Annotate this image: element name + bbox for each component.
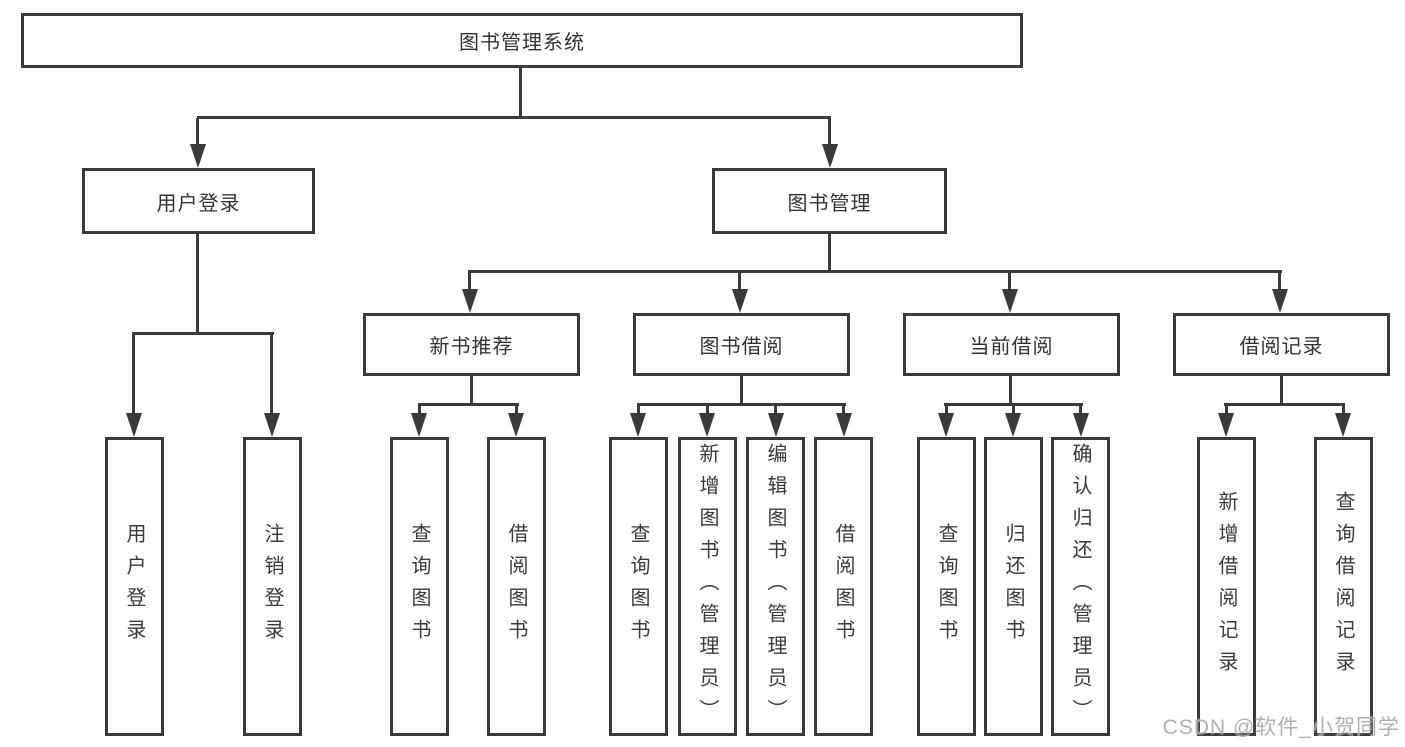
connector-stem-records bbox=[1278, 272, 1281, 291]
leaf-borrow-books-1-label: 借阅图书 bbox=[505, 522, 527, 651]
connector-stem-leaf-logout bbox=[270, 334, 273, 415]
node-root-label: 图书管理系统 bbox=[459, 32, 585, 54]
node-user-login-label: 用户登录 bbox=[156, 192, 241, 215]
leaf-logout-label: 注销登录 bbox=[261, 522, 283, 651]
leaf-edit-books-admin-label: 编辑图书（管理员） bbox=[764, 442, 786, 731]
connector-root-bar bbox=[197, 116, 831, 119]
arrowhead-user-login bbox=[190, 144, 206, 168]
arrowhead-leaf bbox=[836, 413, 852, 437]
node-records-label: 借阅记录 bbox=[1239, 336, 1324, 358]
connector-stub bbox=[706, 405, 709, 415]
leaf-user-login-label: 用户登录 bbox=[123, 522, 145, 651]
connector-stem-user-login bbox=[196, 118, 199, 147]
arrowhead-records bbox=[1272, 289, 1288, 313]
connector-stub bbox=[1079, 405, 1082, 415]
leaf-add-borrow-record-label: 新增借阅记录 bbox=[1215, 490, 1237, 683]
leaf-query-books-1: 查询图书 bbox=[390, 437, 449, 736]
connector-borrow-stem bbox=[740, 376, 743, 406]
leaf-confirm-return-admin-label: 确认归还（管理员） bbox=[1069, 442, 1091, 731]
connector-borrow-bar bbox=[637, 403, 846, 406]
leaf-user-login: 用户登录 bbox=[105, 437, 164, 736]
connector-stub bbox=[945, 405, 948, 415]
node-book-mgmt-label: 图书管理 bbox=[787, 192, 872, 215]
connector-stem-borrow bbox=[738, 272, 741, 291]
arrowhead-leaf bbox=[699, 413, 715, 437]
node-current-module: 当前借阅 bbox=[903, 313, 1120, 376]
node-newbook-module: 新书推荐 bbox=[363, 313, 580, 376]
node-records-module: 借阅记录 bbox=[1173, 313, 1390, 376]
arrowhead-leaf bbox=[1005, 413, 1021, 437]
connector-stem-book-mgmt bbox=[828, 118, 831, 147]
arrowhead-leaf bbox=[1335, 413, 1351, 437]
connector-newbook-bar bbox=[418, 403, 519, 406]
connector-stub bbox=[842, 405, 845, 415]
connector-stem-current bbox=[1008, 272, 1011, 291]
arrowhead-leaf bbox=[1218, 413, 1234, 437]
node-book-mgmt-module: 图书管理 bbox=[712, 168, 947, 234]
leaf-return-books-label: 归还图书 bbox=[1002, 522, 1024, 651]
arrowhead-book-mgmt bbox=[822, 144, 838, 168]
connector-root-stem bbox=[519, 68, 522, 119]
node-current-label: 当前借阅 bbox=[969, 336, 1054, 358]
connector-bookmgmt-bar bbox=[468, 270, 1282, 273]
connector-records-bar bbox=[1224, 403, 1345, 406]
connector-userlogin-bar bbox=[132, 332, 274, 335]
arrowhead-leaf bbox=[768, 413, 784, 437]
node-borrow-module: 图书借阅 bbox=[633, 313, 850, 376]
arrowhead-current bbox=[1002, 289, 1018, 313]
arrowhead-leaf bbox=[1073, 413, 1089, 437]
arrowhead-leaf bbox=[938, 413, 954, 437]
leaf-query-books-3-label: 查询图书 bbox=[935, 522, 957, 651]
leaf-confirm-return-admin: 确认归还（管理员） bbox=[1051, 437, 1110, 736]
connector-userlogin-stem bbox=[196, 234, 199, 335]
arrowhead-leaf-logout bbox=[264, 413, 280, 437]
leaf-query-borrow-record: 查询借阅记录 bbox=[1314, 437, 1373, 736]
connector-stub bbox=[1225, 405, 1228, 415]
connector-bookmgmt-stem bbox=[828, 234, 831, 273]
connector-stub bbox=[1012, 405, 1015, 415]
leaf-query-books-2: 查询图书 bbox=[609, 437, 668, 736]
leaf-query-books-3: 查询图书 bbox=[917, 437, 976, 736]
node-newbook-label: 新书推荐 bbox=[429, 336, 514, 358]
connector-stub bbox=[418, 405, 421, 415]
leaf-query-borrow-record-label: 查询借阅记录 bbox=[1332, 490, 1354, 683]
leaf-logout: 注销登录 bbox=[243, 437, 302, 736]
connector-stub bbox=[1342, 405, 1345, 415]
node-user-login-module: 用户登录 bbox=[82, 168, 315, 234]
arrowhead-leaf bbox=[508, 413, 524, 437]
connector-stub bbox=[515, 405, 518, 415]
arrowhead-newbook bbox=[462, 289, 478, 313]
leaf-add-borrow-record: 新增借阅记录 bbox=[1197, 437, 1256, 736]
node-borrow-label: 图书借阅 bbox=[699, 336, 784, 358]
connector-current-stem bbox=[1009, 376, 1012, 406]
csdn-watermark: CSDN @软件_小贺同学 bbox=[1162, 716, 1400, 739]
leaf-query-books-2-label: 查询图书 bbox=[627, 522, 649, 651]
leaf-borrow-books-1: 借阅图书 bbox=[487, 437, 546, 736]
connector-stem-leaf-login bbox=[132, 334, 135, 415]
connector-stub bbox=[774, 405, 777, 415]
leaf-borrow-books-2-label: 借阅图书 bbox=[832, 522, 854, 651]
leaf-borrow-books-2: 借阅图书 bbox=[814, 437, 873, 736]
connector-records-stem bbox=[1280, 376, 1283, 406]
arrowhead-leaf bbox=[411, 413, 427, 437]
leaf-query-books-1-label: 查询图书 bbox=[408, 522, 430, 651]
arrowhead-leaf-login bbox=[126, 413, 142, 437]
connector-newbook-stem bbox=[470, 376, 473, 406]
connector-stem-newbook bbox=[468, 272, 471, 291]
connector-current-bar bbox=[944, 403, 1083, 406]
arrowhead-leaf bbox=[630, 413, 646, 437]
arrowhead-borrow bbox=[732, 289, 748, 313]
leaf-add-books-admin-label: 新增图书（管理员） bbox=[696, 442, 718, 731]
node-root-system: 图书管理系统 bbox=[21, 13, 1023, 68]
connector-stub bbox=[637, 405, 640, 415]
leaf-return-books: 归还图书 bbox=[984, 437, 1043, 736]
leaf-edit-books-admin: 编辑图书（管理员） bbox=[746, 437, 805, 736]
leaf-add-books-admin: 新增图书（管理员） bbox=[678, 437, 737, 736]
